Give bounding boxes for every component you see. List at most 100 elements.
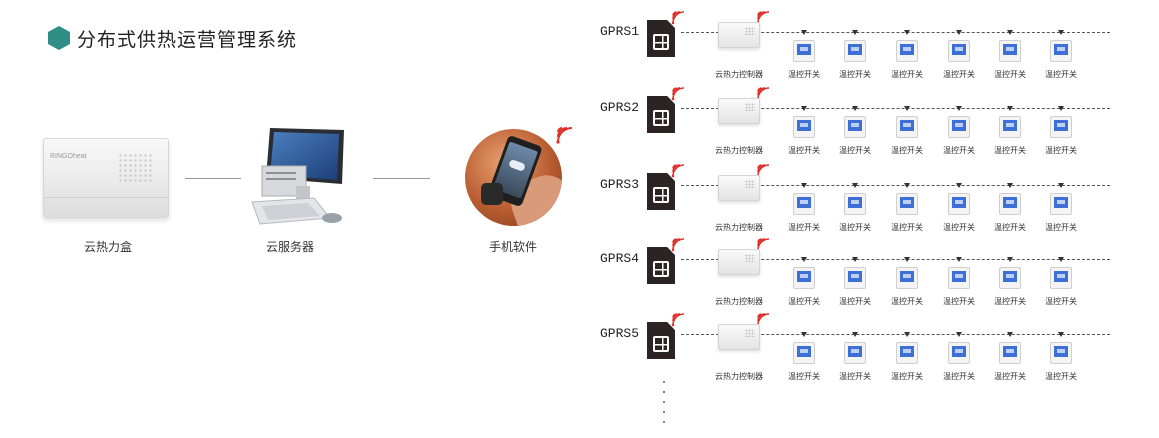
- controller-label: 云热力控制器: [715, 372, 763, 381]
- arrow-down-icon: [801, 183, 807, 188]
- thermostat-screen: [797, 120, 811, 131]
- arrow-down-icon: [1058, 332, 1064, 337]
- wifi-signal-icon: [556, 127, 573, 144]
- controller-vent: [745, 103, 755, 111]
- thermostat-icon: [844, 116, 866, 138]
- continuation-dot: [663, 421, 665, 423]
- thermostat-icon: [999, 193, 1021, 215]
- phone-label: 手机软件: [488, 240, 537, 254]
- thermostat-icon: [999, 40, 1021, 62]
- thermostat-icon: [1050, 342, 1072, 364]
- thermostat-icon: [793, 116, 815, 138]
- box-brand-text: RINGOheat: [50, 153, 87, 160]
- thermostat-icon: [999, 342, 1021, 364]
- cloud-heat-box-image: RINGOheat: [43, 138, 169, 218]
- thermostat-screen: [952, 346, 966, 357]
- thermostat-label: 温控开关: [994, 223, 1026, 232]
- arrow-down-icon: [904, 106, 910, 111]
- thermostat-screen: [900, 271, 914, 282]
- arrow-down-icon: [904, 332, 910, 337]
- thermostat-icon: [948, 267, 970, 289]
- thermostat-label: 温控开关: [788, 223, 820, 232]
- sim-chip: [653, 187, 669, 203]
- wifi-signal-icon: [671, 238, 685, 252]
- arrow-down-icon: [1058, 257, 1064, 262]
- arrow-down-icon: [956, 106, 962, 111]
- box-seam: [44, 197, 168, 198]
- wifi-signal-icon: [671, 313, 685, 327]
- thermostat-label: 温控开关: [943, 223, 975, 232]
- arrow-down-icon: [904, 183, 910, 188]
- controller-box-icon: [718, 22, 760, 48]
- continuation-dot: [663, 391, 665, 393]
- thermostat-label: 温控开关: [788, 146, 820, 155]
- thermostat-screen: [900, 346, 914, 357]
- computer-server-icon: [251, 128, 344, 225]
- gprs-label: GPRS3: [600, 177, 640, 192]
- arrow-down-icon: [1007, 332, 1013, 337]
- thermostat-label: 温控开关: [839, 223, 871, 232]
- thermostat-label: 温控开关: [1045, 223, 1077, 232]
- sim-card-icon: [647, 20, 675, 57]
- arrow-down-icon: [956, 257, 962, 262]
- arrow-down-icon: [801, 332, 807, 337]
- title-text: 分布式供热运营管理系统: [77, 28, 298, 51]
- thermostat-screen: [952, 197, 966, 208]
- thermostat-screen: [900, 44, 914, 55]
- thermostat-icon: [844, 342, 866, 364]
- controller-box-icon: [718, 175, 760, 201]
- arrow-down-icon: [1007, 30, 1013, 35]
- thermostat-screen: [1054, 197, 1068, 208]
- arrow-down-icon: [852, 257, 858, 262]
- thermostat-label: 温控开关: [891, 223, 923, 232]
- thermostat-screen: [1003, 120, 1017, 131]
- sim-chip: [653, 261, 669, 277]
- continuation-dot: [663, 411, 665, 413]
- thermostat-icon: [1050, 116, 1072, 138]
- controller-label: 云热力控制器: [715, 146, 763, 155]
- thermostat-icon: [948, 116, 970, 138]
- thermostat-screen: [797, 197, 811, 208]
- thermostat-icon: [948, 40, 970, 62]
- bus-dashed-line: [681, 185, 1110, 186]
- sim-chip: [653, 110, 669, 126]
- server-phone-link: [373, 178, 430, 179]
- controller-label: 云热力控制器: [715, 70, 763, 79]
- thermostat-label: 温控开关: [994, 372, 1026, 381]
- cloud-icon: [508, 158, 526, 172]
- watch-shape: [481, 183, 503, 205]
- continuation-dot: [663, 381, 665, 383]
- thermostat-screen: [797, 271, 811, 282]
- hexagon-icon: [48, 26, 70, 50]
- thermostat-screen: [1054, 120, 1068, 131]
- controller-vent: [745, 254, 755, 262]
- bus-dashed-line: [681, 259, 1110, 260]
- arrow-down-icon: [852, 30, 858, 35]
- phone-app-image: [465, 129, 562, 226]
- gprs-label: GPRS4: [600, 251, 640, 266]
- thermostat-label: 温控开关: [943, 146, 975, 155]
- sim-chip: [653, 34, 669, 50]
- thermostat-label: 温控开关: [943, 297, 975, 306]
- thermostat-label: 温控开关: [994, 297, 1026, 306]
- thermostat-icon: [999, 267, 1021, 289]
- thermostat-label: 温控开关: [994, 70, 1026, 79]
- thermostat-label: 温控开关: [788, 297, 820, 306]
- arrow-down-icon: [1007, 183, 1013, 188]
- thermostat-screen: [848, 44, 862, 55]
- bus-dashed-line: [681, 108, 1110, 109]
- thermostat-icon: [1050, 267, 1072, 289]
- thermostat-screen: [952, 44, 966, 55]
- gprs-label: GPRS5: [600, 326, 640, 341]
- sim-card-icon: [647, 173, 675, 210]
- arrow-down-icon: [852, 183, 858, 188]
- controller-vent: [745, 27, 755, 35]
- thermostat-icon: [948, 193, 970, 215]
- thermostat-label: 温控开关: [839, 297, 871, 306]
- thermostat-icon: [844, 267, 866, 289]
- arrow-down-icon: [956, 30, 962, 35]
- thermostat-icon: [896, 40, 918, 62]
- thermostat-label: 温控开关: [1045, 372, 1077, 381]
- thermostat-screen: [900, 120, 914, 131]
